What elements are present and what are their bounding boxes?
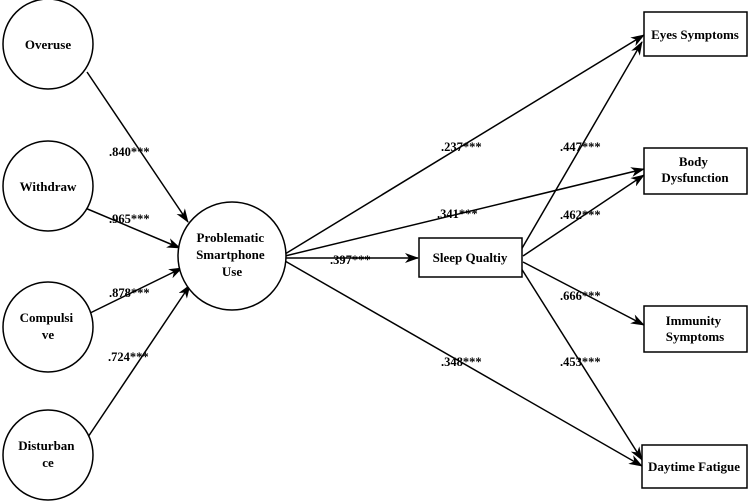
node-overuse: Overuse (2, 0, 94, 90)
svg-text:Body Dysfunction: Body Dysfunction (661, 154, 729, 185)
svg-text:Immunity Symptoms: Immunity Symptoms (666, 313, 725, 344)
node-psu-line-2: Smartphone (196, 247, 265, 262)
edge-label-overuse-psu: .840*** (109, 145, 150, 159)
svg-text:Compulsi ve: Compulsi ve (20, 310, 77, 342)
node-compulsive: Compulsi ve (2, 281, 94, 373)
edge-sleep-body (522, 174, 645, 257)
edge-label-sleep-immunity: .666*** (560, 289, 601, 303)
node-fatigue-line-1: Daytime Fatigue (648, 459, 740, 474)
node-body-dysfunction: Body Dysfunction (643, 147, 748, 195)
svg-text:Sleep Qualtiy: Sleep Qualtiy (433, 250, 508, 265)
edge-label-disturbance-psu: .724*** (108, 350, 149, 364)
edge-compulsive-psu (81, 267, 183, 318)
edge-label-withdraw-psu: .965*** (109, 212, 150, 226)
edge-psu-body (284, 167, 645, 257)
edge-label-psu-body: .341*** (437, 207, 478, 221)
edge-withdraw-psu (77, 204, 181, 249)
edge-psu-fatigue (284, 260, 643, 467)
node-psu-line-1: Problematic (197, 230, 265, 245)
node-overuse-line-1: Overuse (25, 37, 71, 52)
edge-label-sleep-eyes: .447*** (560, 140, 601, 154)
svg-text:Eyes Symptoms: Eyes Symptoms (651, 27, 739, 42)
node-sleep-quality: Sleep Qualtiy (418, 237, 523, 278)
edge-labels: .840*** .965*** .878*** .724*** .237*** … (108, 140, 601, 369)
edge-label-psu-eyes: .237*** (441, 140, 482, 154)
svg-text:Overuse: Overuse (25, 37, 71, 52)
node-withdraw-line-1: Withdraw (20, 179, 77, 194)
edge-overuse-psu (86, 71, 189, 223)
edge-psu-eyes (284, 34, 645, 255)
edges (77, 34, 645, 467)
node-eyes-line-1: Eyes Symptoms (651, 27, 739, 42)
node-immunity-symptoms: Immunity Symptoms (643, 305, 748, 353)
edge-disturbance-psu (87, 284, 191, 438)
node-compulsive-line-1: Compulsi (20, 310, 74, 325)
edge-sleep-fatigue (520, 267, 643, 461)
node-withdraw: Withdraw (2, 140, 94, 232)
node-sleep-line-1: Sleep Qualtiy (433, 250, 508, 265)
svg-text:Withdraw: Withdraw (20, 179, 77, 194)
node-psu-line-3: Use (222, 264, 242, 279)
node-body-line-2: Dysfunction (661, 170, 729, 185)
edge-label-compulsive-psu: .878*** (109, 286, 150, 300)
svg-text:Problematic Smartphone: Problematic Smartphone Use (196, 230, 268, 279)
node-eyes-symptoms: Eyes Symptoms (643, 11, 748, 57)
node-immunity-line-1: Immunity (666, 313, 722, 328)
edge-label-psu-fatigue: .348*** (441, 355, 482, 369)
edge-label-psu-sleep: .397*** (330, 253, 371, 267)
svg-text:Disturban ce: Disturban ce (18, 438, 78, 470)
node-immunity-line-2: Symptoms (666, 329, 725, 344)
svg-text:Daytime Fatigue: Daytime Fatigue (648, 459, 740, 474)
node-body-line-1: Body (679, 154, 708, 169)
edge-sleep-eyes (520, 41, 643, 251)
node-disturbance: Disturban ce (2, 409, 94, 501)
edge-label-sleep-fatigue: .453*** (560, 355, 601, 369)
node-compulsive-line-2: ve (42, 327, 55, 342)
edge-label-sleep-body: .462*** (560, 208, 601, 222)
node-disturbance-line-1: Disturban (18, 438, 75, 453)
node-problematic-smartphone-use: Problematic Smartphone Use (177, 201, 287, 311)
edge-sleep-immunity (522, 261, 645, 326)
node-daytime-fatigue: Daytime Fatigue (641, 444, 748, 489)
node-disturbance-line-2: ce (42, 455, 54, 470)
